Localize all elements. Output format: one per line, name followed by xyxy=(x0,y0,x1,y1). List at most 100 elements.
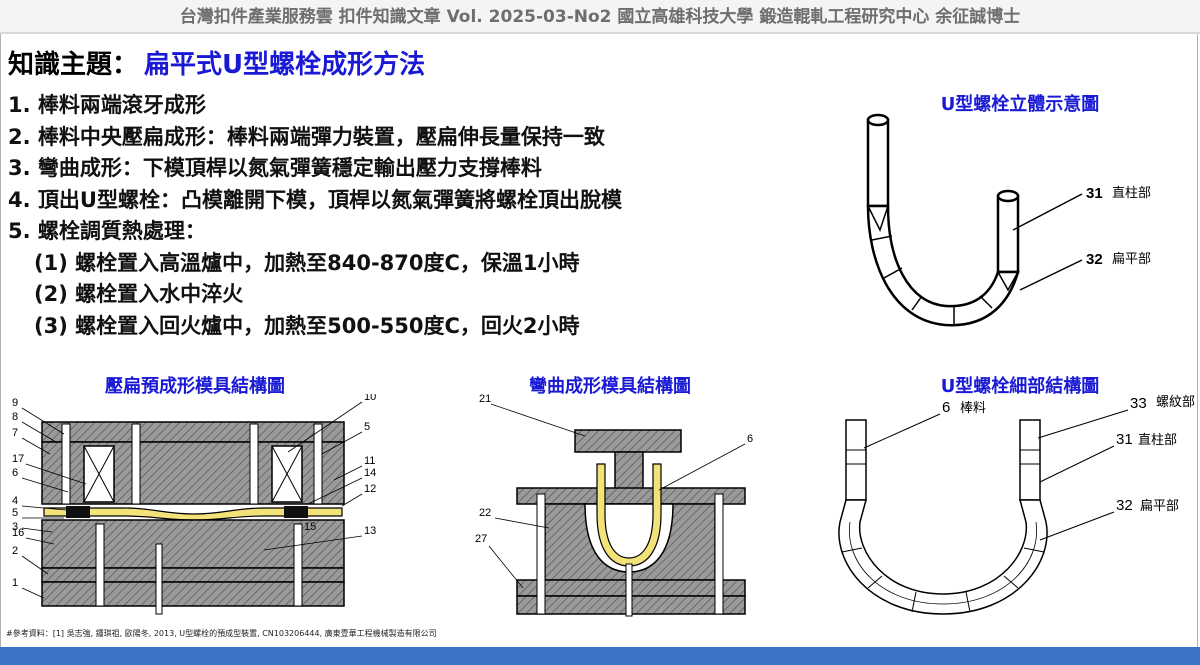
guide-pin xyxy=(61,423,71,505)
label-32-text: 扁平部 xyxy=(1140,498,1179,513)
left-post-top xyxy=(866,113,890,127)
callout-13: 13 xyxy=(364,525,376,537)
flatten-die-figure: 9 8 7 17 6 4 5 3 16 2 1 10 5 11 14 12 15… xyxy=(12,394,376,615)
reference-note: #參考資料：[1] 吳志強, 鍾琪祖, 歐陽冬, 2013, U型螺栓的預成型裝… xyxy=(6,629,437,638)
knowledge-topic: 知識主題：扁平式U型螺栓成形方法 xyxy=(8,44,425,81)
callout-1: 1 xyxy=(12,577,18,589)
segment-line xyxy=(979,295,993,309)
callout-15: 15 xyxy=(304,521,316,533)
leader-32 xyxy=(1039,511,1115,541)
workpiece-bar xyxy=(43,507,343,521)
step-subitem: (1) 螺栓置入高溫爐中，加熱至840-870度C，保溫1小時 xyxy=(34,250,580,275)
left-thread xyxy=(845,419,867,501)
label-31: 31 xyxy=(1116,431,1133,448)
band-centerline xyxy=(848,521,1038,605)
callout-10: 10 xyxy=(364,394,376,403)
callout-8: 8 xyxy=(12,411,18,423)
segment-line xyxy=(867,575,883,589)
segment-line xyxy=(841,547,863,553)
u-workpiece xyxy=(596,463,662,567)
callout-5: 5 xyxy=(364,421,370,433)
callout-7: 7 xyxy=(12,427,18,439)
step-item: 2. 棒料中央壓扁成形：棒料兩端彈力裝置，壓扁伸長量保持一致 xyxy=(8,124,605,149)
label-6: 6 xyxy=(942,399,950,416)
left-post xyxy=(866,118,890,208)
clamp-left xyxy=(66,506,90,518)
label-32: 32 xyxy=(1116,497,1133,514)
segment-line xyxy=(883,267,903,279)
bolt-3d-figure: 31 直柱部 32 扁平部 xyxy=(866,113,1151,327)
flat-band xyxy=(838,499,1048,615)
upper-plate xyxy=(41,421,345,443)
callout-11: 11 xyxy=(364,455,375,467)
segment-line xyxy=(871,235,893,241)
left-callouts: 9 8 7 17 6 4 5 3 16 2 1 xyxy=(12,397,24,589)
callout-4: 4 xyxy=(12,495,18,507)
leader-22 xyxy=(494,517,550,529)
label-33-text: 螺紋部 xyxy=(1156,394,1195,409)
step-item: 5. 螺栓調質熱處理： xyxy=(8,219,206,243)
topic-title: 扁平式U型螺栓成形方法 xyxy=(144,50,426,80)
process-steps: 1. 棒料兩端滾牙成形 2. 棒料中央壓扁成形：棒料兩端彈力裝置，壓扁伸長量保持… xyxy=(8,90,808,342)
right-leaders xyxy=(263,401,363,551)
band-edge xyxy=(867,205,889,232)
label-32: 32 xyxy=(1086,251,1103,268)
callout-6: 6 xyxy=(747,433,753,445)
page-header: 台灣扣件產業服務雲 扣件知識文章 Vol. 2025-03-No2 國立高雄科技… xyxy=(0,0,1200,34)
label-6-text: 棒料 xyxy=(960,400,986,415)
bend-die-figure: 21 6 22 27 xyxy=(475,394,753,617)
bolt-3d-caption: U型螺栓立體示意圖 xyxy=(940,94,1100,115)
guide-pin xyxy=(293,523,303,607)
leader-33 xyxy=(1037,409,1129,439)
callout-2: 2 xyxy=(12,545,18,557)
callout-22: 22 xyxy=(479,507,491,519)
bolt-detail-figure: 6 棒料 33 螺紋部 31 直柱部 32 扁平部 xyxy=(838,394,1195,615)
segment-line xyxy=(911,591,917,613)
label-31-text: 直柱部 xyxy=(1138,432,1177,447)
callout-27: 27 xyxy=(475,533,487,545)
guide-pin xyxy=(95,523,105,607)
flat-band xyxy=(866,204,1020,327)
step-subitem: (3) 螺栓置入回火爐中，加熱至500-550度C，回火2小時 xyxy=(34,313,580,338)
leader-21 xyxy=(490,403,586,437)
callout-14: 14 xyxy=(364,467,376,479)
spring-cross xyxy=(83,445,115,503)
segment-line xyxy=(965,591,971,613)
step-item: 1. 棒料兩端滾牙成形 xyxy=(8,93,206,117)
right-callouts: 10 5 11 14 12 15 13 xyxy=(304,394,376,537)
spring-cross xyxy=(271,445,303,503)
bolt-detail-caption: U型螺栓細部結構圖 xyxy=(940,376,1100,397)
label-32-text: 扁平部 xyxy=(1112,251,1151,266)
ejector-pin xyxy=(625,563,633,617)
leader-31 xyxy=(1012,193,1083,231)
segment-line xyxy=(911,295,923,311)
leader-6 xyxy=(863,413,941,449)
label-33: 33 xyxy=(1130,395,1147,412)
lower-top-plate xyxy=(516,487,746,505)
band-edge xyxy=(997,271,1019,292)
bolt-left xyxy=(536,493,546,615)
left-leaders xyxy=(21,407,87,599)
guide-pin xyxy=(131,423,141,505)
guide-pin xyxy=(249,423,259,505)
right-post-top xyxy=(996,189,1020,203)
callout-21: 21 xyxy=(479,394,491,405)
clamp-right xyxy=(284,506,308,518)
callout-17: 17 xyxy=(12,453,24,465)
label-31: 31 xyxy=(1086,185,1103,202)
leader-31 xyxy=(1039,445,1115,483)
callout-3: 3 xyxy=(12,521,18,533)
leader-27 xyxy=(488,545,524,589)
bolt-right xyxy=(714,493,724,615)
right-thread xyxy=(1019,419,1041,501)
label-31-text: 直柱部 xyxy=(1112,185,1151,200)
callout-5: 5 xyxy=(12,507,18,519)
callout-16: 16 xyxy=(12,527,24,539)
step-item: 3. 彎曲成形：下模頂桿以氮氣彈簧穩定輸出壓力支撐棒料 xyxy=(8,156,542,180)
upper-plate xyxy=(574,429,682,453)
step-item: 4. 頂出U型螺栓：凸模離開下模，頂桿以氮氣彈簧將螺栓頂出脫模 xyxy=(8,187,622,212)
ejector-pin xyxy=(155,543,163,615)
bend-die-caption: 彎曲成形模具結構圖 xyxy=(529,376,691,397)
segment-line xyxy=(1023,547,1045,553)
leader-32 xyxy=(1019,259,1083,291)
